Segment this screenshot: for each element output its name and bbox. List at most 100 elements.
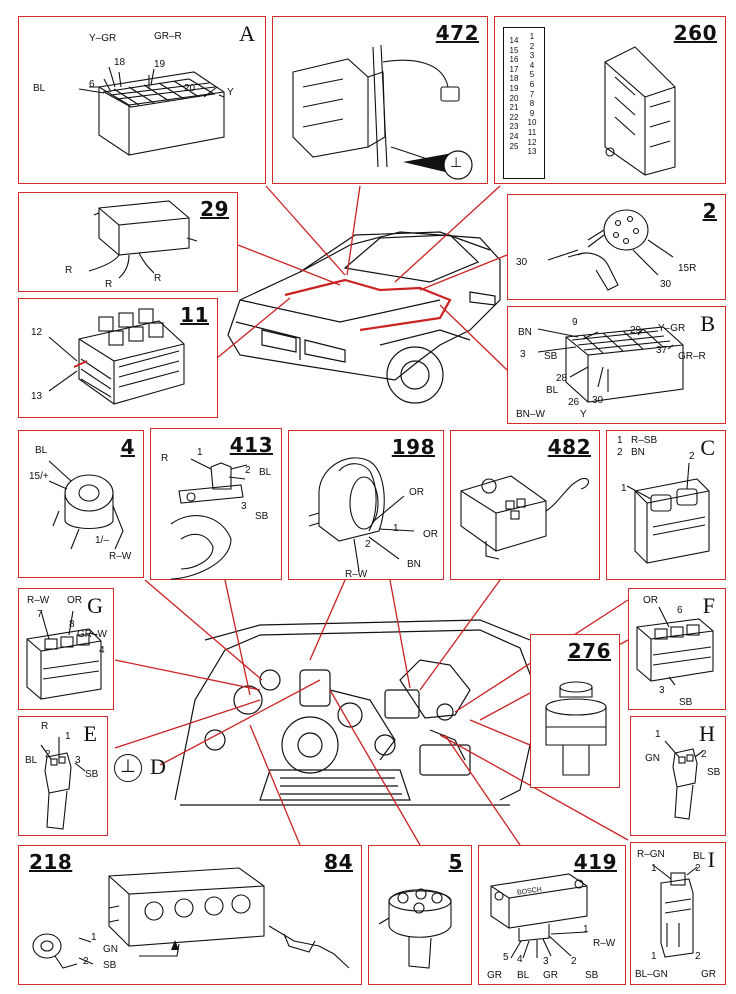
pin-label: 1 (197, 447, 203, 458)
panel-218-84: 218 84 1 GN 2 SB (18, 845, 362, 985)
connector-g-drawing (26, 610, 102, 700)
wire-label: BN (407, 559, 421, 570)
wire-label: R–W (345, 569, 368, 580)
pin-label: 26 (568, 397, 580, 408)
wire-label: SB (679, 697, 693, 708)
wire-label: GR (701, 969, 716, 980)
pin-label: 6 (89, 79, 95, 90)
wire-label: BL (35, 445, 48, 456)
component-198-drawing (308, 457, 415, 572)
wire-label: SB (707, 767, 721, 778)
pin-label: 4 (99, 645, 105, 656)
pin-label: 4 (517, 954, 523, 965)
wire-label: BL (517, 970, 530, 981)
pin-label: 1 (655, 729, 661, 740)
panel-g-label: G (87, 593, 103, 618)
panel-c-label: C (700, 435, 715, 460)
component-number-84: 84 (324, 850, 353, 874)
pin-label: 3 (75, 755, 81, 766)
component-number: 5 (448, 850, 463, 874)
pin-label: 1 (65, 731, 71, 742)
wire-label: R (154, 273, 162, 284)
component-number: 4 (120, 435, 135, 459)
wire-label: Y (580, 409, 587, 420)
wire-label: GR (487, 970, 502, 981)
car-harness (284, 278, 452, 332)
wire-label: BL (259, 467, 272, 478)
pin-label: 1 (651, 951, 657, 962)
panel-472: 472 ⊥ (272, 16, 488, 184)
pin-label: 18 (114, 57, 126, 68)
wire-label: R–GN (637, 849, 665, 860)
wire-label: R (65, 265, 73, 276)
wire-label: OR (643, 595, 658, 606)
panel-a-label: A (239, 21, 255, 46)
component-5-drawing (378, 888, 452, 969)
wire-label: GR–R (678, 351, 706, 362)
wire-label: SB (103, 960, 117, 971)
pin-label: 1 (651, 863, 657, 874)
component-number: 276 (567, 639, 611, 663)
pin-label: 2 (571, 956, 577, 967)
pin-label: 29 (630, 325, 642, 336)
pin-label: 30 (660, 279, 672, 290)
wire-label: R–SB (631, 435, 658, 446)
car-illustration (227, 231, 501, 404)
wire-label: R–W (593, 938, 616, 949)
wire-label: R–W (109, 551, 132, 562)
component-11-drawing (48, 308, 185, 405)
engine-block-drawing (32, 867, 350, 969)
wire-label: BL (546, 385, 559, 396)
wire-label: GR–R (154, 31, 182, 42)
panel-276: 276 (530, 634, 620, 788)
wire-label: Y (227, 87, 234, 98)
pin-label: 1 (91, 932, 97, 943)
pin-label: 7 (37, 609, 43, 620)
connector-h-drawing (664, 740, 704, 820)
component-number: 260 (673, 21, 717, 45)
component-276-drawing (545, 681, 607, 776)
panel-413: 413 R 1 2 BL 3 SB (150, 428, 282, 580)
wire-label: GR–W (77, 629, 107, 640)
connector-c-drawing (626, 462, 710, 564)
component-472-drawing (292, 44, 473, 180)
panel-29: 29 R R R (18, 192, 238, 292)
pin-label: 30 (516, 257, 528, 268)
wire-label: GR (543, 970, 558, 981)
panel-f: F OR 6 3 SB (628, 588, 726, 710)
panel-i-label: I (707, 847, 715, 872)
panel-2: 2 30 15R 30 (507, 194, 726, 300)
pin-label: 30 (592, 395, 604, 406)
pin-label: 3 (241, 501, 247, 512)
pin-label: 3 (659, 685, 665, 696)
component-number: 198 (391, 435, 435, 459)
pin-label: 3 (520, 349, 526, 360)
panel-h-label: H (699, 721, 715, 746)
wire-label: BL (25, 755, 38, 766)
pin-label: 9 (572, 317, 578, 328)
component-number: 2 (702, 199, 717, 223)
wire-label: OR (67, 595, 82, 606)
component-number: 11 (180, 303, 209, 327)
component-29-drawing (88, 200, 198, 279)
ground-symbol: ⊥ (450, 154, 463, 170)
pin-label: 2 (695, 863, 701, 874)
pin-label: 19 (154, 59, 166, 70)
panel-c: C 1 R–SB 2 BN 2 1 (606, 430, 726, 580)
pin-label: 2 (245, 465, 251, 476)
component-2-drawing (547, 209, 674, 291)
wire-label: OR (423, 529, 438, 540)
panel-b: B 9 BN 29 Y–GR 3 SB 37 GR–R 28 BL 26 30 … (507, 306, 726, 424)
pin-label: 1/– (95, 535, 109, 546)
wire-label: R (105, 279, 113, 290)
pin-label: 12 (31, 327, 43, 338)
connector-a-drawing (78, 66, 225, 156)
wire-label: BL–GN (635, 969, 668, 980)
wire-label: SB (585, 970, 599, 981)
pin-label: 3 (543, 956, 549, 967)
pin-label: 1 (393, 523, 399, 534)
